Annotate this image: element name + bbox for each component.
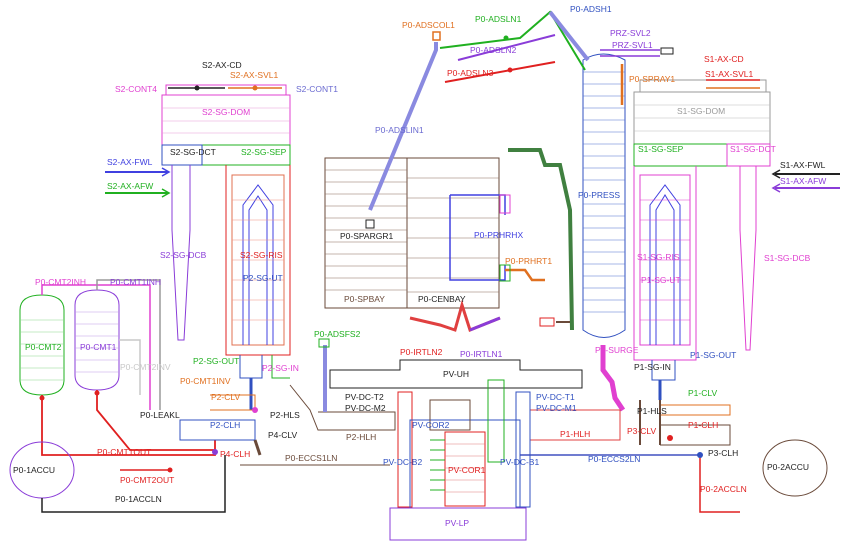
- lbl-pv-lp: PV-LP: [445, 518, 469, 528]
- lbl-s1-sg-dom: S1-SG-DOM: [677, 106, 725, 116]
- lbl-p0-cenbay: P0-CENBAY: [418, 294, 466, 304]
- lbl-p1-hls: P1-HLS: [637, 406, 667, 416]
- lbl-p2-sg-ut: P2-SG-UT: [243, 273, 283, 283]
- ads-lines: [365, 10, 674, 229]
- reactor-vessel: [329, 359, 583, 541]
- lbl-p0-surge: P0-SURGE: [595, 345, 639, 355]
- lbl-p0-2accln: P0-2ACCLN: [700, 484, 747, 494]
- lbl-s1-ax-svl1: S1-AX-SVL1: [705, 69, 753, 79]
- lbl-s2-cont4: S2-CONT4: [115, 84, 157, 94]
- lbl-p0-1accln: P0-1ACCLN: [115, 494, 162, 504]
- lbl-p0-adsh1: P0-ADSH1: [570, 4, 612, 14]
- lbl-p0-press: P0-PRESS: [578, 190, 620, 200]
- lbl-pv-dc-b2: PV-DC-B2: [383, 457, 422, 467]
- press-vessel: [582, 53, 626, 338]
- lbl-s1-ax-afw: S1-AX-AFW: [780, 176, 826, 186]
- lbl-p0-adsfs2: P0-ADSFS2: [314, 329, 361, 339]
- lbl-p2-hlh: P2-HLH: [346, 432, 376, 442]
- lbl-p0-cmt1inv: P0-CMT1INV: [180, 376, 231, 386]
- lbl-prz-svl1: PRZ-SVL1: [612, 40, 653, 50]
- lbl-p2-clv: P2-CLV: [211, 392, 240, 402]
- lbl-p0-adsln1: P0-ADSLN1: [475, 14, 522, 24]
- lbl-p3-clh: P3-CLH: [708, 448, 738, 458]
- lbl-p0-adslin1: P0-ADSLIN1: [375, 125, 424, 135]
- lbl-p3-clv: P3-CLV: [627, 426, 656, 436]
- lbl-p0-prhrhx: P0-PRHRHX: [474, 230, 523, 240]
- lbl-pv-dc-m2: PV-DC-M2: [345, 403, 386, 413]
- lbl-pv-dc-t1: PV-DC-T1: [536, 392, 575, 402]
- lbl-p1-sg-in: P1-SG-IN: [634, 362, 671, 372]
- lbl-s2-sg-ris: S2-SG-RIS: [240, 250, 283, 260]
- lbl-p0-spbay: P0-SPBAY: [344, 294, 385, 304]
- lbl-p1-clh: P1-CLH: [688, 420, 718, 430]
- lbl-s1-ax-fwl: S1-AX-FWL: [780, 160, 826, 170]
- cmt-tanks: [19, 279, 216, 471]
- lbl-p0-cmt1out: P0-CMT1OUT: [97, 447, 151, 457]
- lbl-p1-sg-out: P1-SG-OUT: [690, 350, 736, 360]
- lbl-p0-leakl: P0-LEAKL: [140, 410, 180, 420]
- lbl-s1-sg-dcb: S1-SG-DCB: [764, 253, 811, 263]
- lbl-p2-sg-out: P2-SG-OUT: [193, 356, 239, 366]
- lbl-p4-clv: P4-CLV: [268, 430, 297, 440]
- lbl-s1-ax-cd: S1-AX-CD: [704, 54, 744, 64]
- lbl-p0-spray1: P0-SPRAY1: [629, 74, 675, 84]
- loop-piping: [179, 148, 731, 466]
- lbl-pv-uh: PV-UH: [443, 369, 469, 379]
- containment-bays: [324, 157, 500, 309]
- surge-line: [600, 345, 626, 412]
- lbl-pv-dc-t2: PV-DC-T2: [345, 392, 384, 402]
- lbl-p0-prhrt1: P0-PRHRT1: [505, 256, 552, 266]
- lbl-s1-sg-sep: S1-SG-SEP: [638, 144, 684, 154]
- steam-generator-2: [105, 84, 291, 410]
- lbl-p1-sg-ut: P1-SG-UT: [641, 275, 681, 285]
- lbl-s2-sg-dct: S2-SG-DCT: [170, 147, 216, 157]
- accumulators: [9, 439, 828, 513]
- lbl-p0-ecc2ln: P0-ECCS2LN: [588, 454, 640, 464]
- cenbay-box: [406, 157, 500, 309]
- lbl-p0-adscol1: P0-ADSCOL1: [402, 20, 455, 30]
- lbl-s2-ax-fwl: S2-AX-FWL: [107, 157, 153, 167]
- lbl-s2-ax-afw: S2-AX-AFW: [107, 181, 153, 191]
- lbl-s2-sg-sep: S2-SG-SEP: [241, 147, 287, 157]
- lbl-s2-cont1: S2-CONT1: [296, 84, 338, 94]
- lbl-p0-cmt2: P0-CMT2: [25, 342, 62, 352]
- steam-generator-1: [633, 79, 840, 400]
- lbl-p2-sg-in: P2-SG-IN: [262, 363, 299, 373]
- lbl-pv-dc-m1: PV-DC-M1: [536, 403, 577, 413]
- lbl-p2-hls: P2-HLS: [270, 410, 300, 420]
- lbl-p0-cmt1: P0-CMT1: [80, 342, 117, 352]
- lbl-p0-cmt2inv: P0-CMT2INV: [120, 362, 171, 372]
- lbl-s1-sg-dct: S1-SG-DCT: [730, 144, 776, 154]
- lbl-p0-irtln2: P0-IRTLN2: [400, 347, 443, 357]
- lbl-p0-cmt2inh: P0-CMT2INH: [35, 277, 86, 287]
- lbl-p0-cmt2out: P0-CMT2OUT: [120, 475, 174, 485]
- lbl-s2-ax-cd: S2-AX-CD: [202, 60, 242, 70]
- diagram-labels: P0-ADSCOL1 P0-ADSLN1 P0-ADSH1 P0-ADSLN2 …: [13, 4, 826, 528]
- valve-markers: [39, 35, 703, 473]
- lbl-pv-dc-b1: PV-DC-B1: [500, 457, 539, 467]
- lbl-p0-irtln1: P0-IRTLN1: [460, 349, 503, 359]
- lbl-s2-sg-dcb: S2-SG-DCB: [160, 250, 207, 260]
- lbl-p0-adsln3: P0-ADSLN3: [447, 68, 494, 78]
- lbl-s2-ax-svl1: S2-AX-SVL1: [230, 70, 278, 80]
- lbl-p1-clv: P1-CLV: [688, 388, 717, 398]
- lbl-p2-clh: P2-CLH: [210, 420, 240, 430]
- lbl-p0-1accu: P0-1ACCU: [13, 465, 55, 475]
- lbl-p1-hlh: P1-HLH: [560, 429, 590, 439]
- pressurizer: [582, 53, 626, 412]
- lbl-p0-cmt1inh: P0-CMT1INH: [110, 277, 161, 287]
- lbl-p0-ecc1ln: P0-ECCS1LN: [285, 453, 337, 463]
- lbl-p4-clh: P4-CLH: [220, 449, 250, 459]
- lbl-s1-sg-ris: S1-SG-RIS: [637, 252, 680, 262]
- lbl-prz-svl2: PRZ-SVL2: [610, 28, 651, 38]
- lbl-p0-adsln2: P0-ADSLN2: [470, 45, 517, 55]
- lbl-pv-cor1: PV-COR1: [448, 465, 486, 475]
- lbl-pv-cor2: PV-COR2: [412, 420, 450, 430]
- lbl-p0-spargr1: P0-SPARGR1: [340, 231, 393, 241]
- lbl-p0-2accu: P0-2ACCU: [767, 462, 809, 472]
- lbl-s2-sg-dom: S2-SG-DOM: [202, 107, 250, 117]
